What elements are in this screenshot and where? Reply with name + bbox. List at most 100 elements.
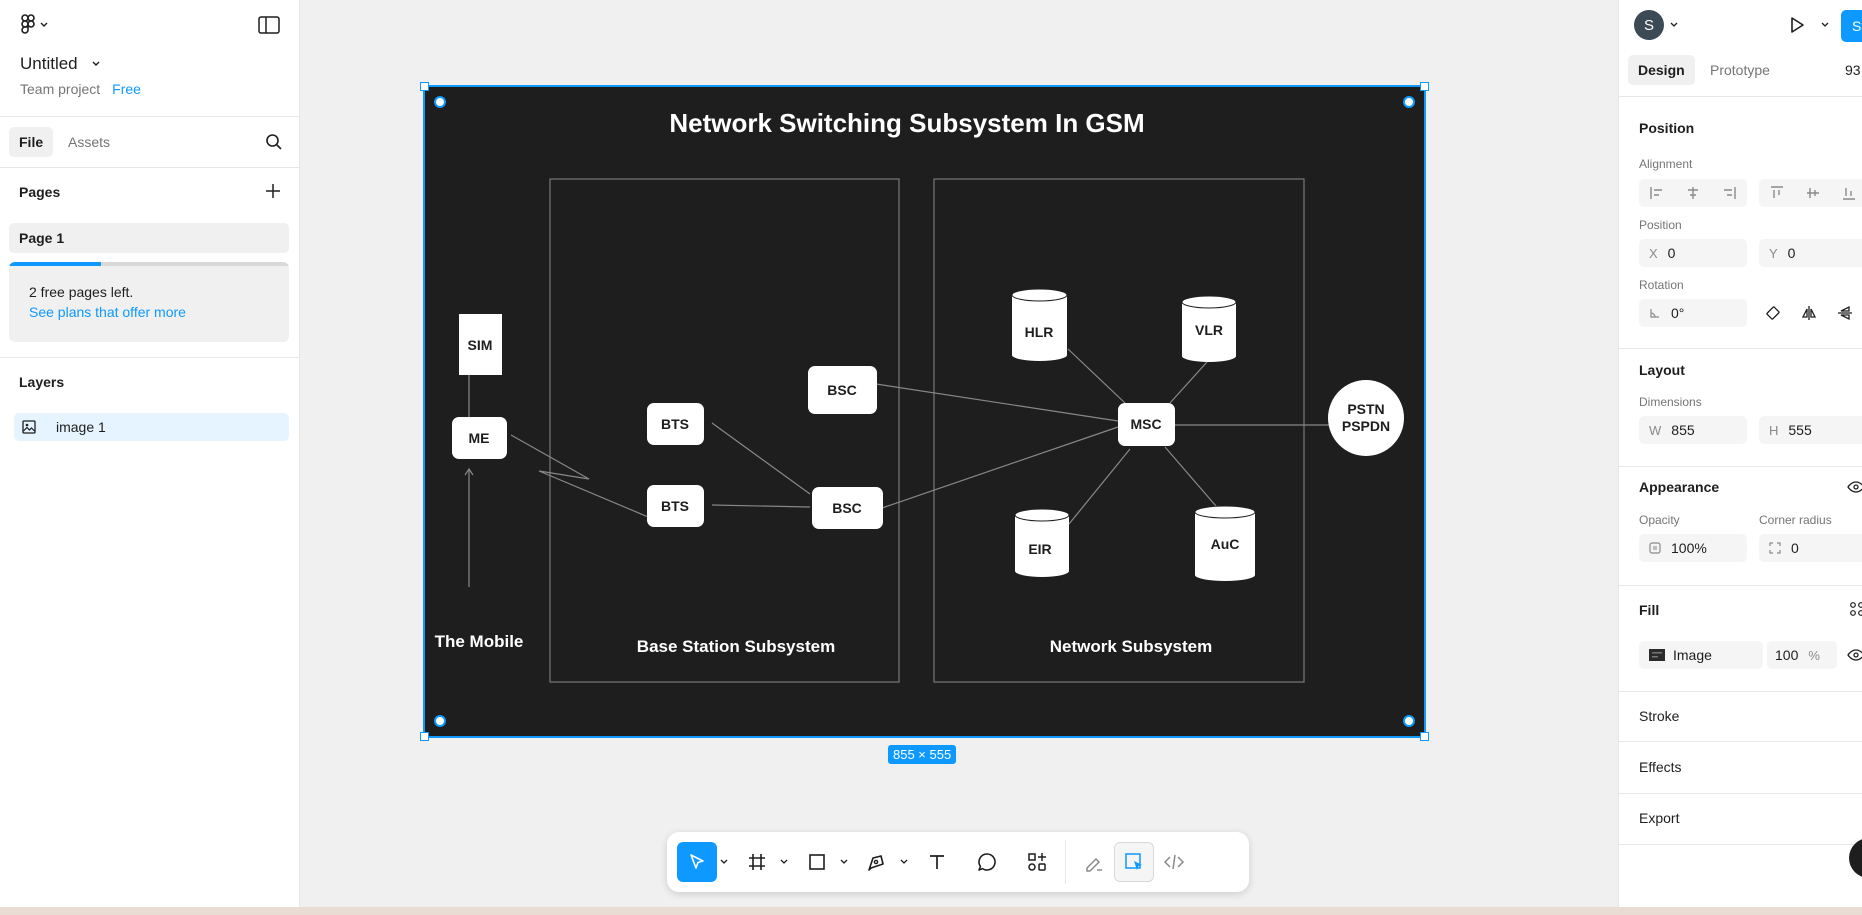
auc-node xyxy=(1194,505,1256,581)
bsc-node-2 xyxy=(812,487,883,529)
divider xyxy=(1619,348,1862,349)
play-icon[interactable] xyxy=(1787,15,1807,35)
zoom-value: 93 xyxy=(1845,62,1861,78)
resize-handle-tl[interactable] xyxy=(420,82,429,91)
corner-radius-handle-tl[interactable] xyxy=(434,96,446,108)
styles-grid-icon[interactable] xyxy=(1849,601,1862,617)
me-node xyxy=(452,417,507,459)
rotation-input[interactable]: 0° xyxy=(1639,299,1747,327)
zoom-level[interactable]: 93 xyxy=(1845,62,1861,78)
corner-radius-handle-br[interactable] xyxy=(1403,715,1415,727)
shapes-grid-icon xyxy=(1026,851,1048,873)
draw-pencil-icon xyxy=(1083,851,1105,873)
corner-radius-handle-bl[interactable] xyxy=(434,715,446,727)
resize-handle-bl[interactable] xyxy=(420,732,429,741)
actions-tool[interactable] xyxy=(1017,842,1057,882)
fill-title: Fill xyxy=(1639,602,1660,618)
move-tool-menu[interactable] xyxy=(717,859,731,865)
sim-node xyxy=(459,314,502,375)
tab-file-label: File xyxy=(19,134,44,150)
divider xyxy=(1619,844,1862,845)
tab-prototype[interactable]: Prototype xyxy=(1710,62,1770,78)
text-tool[interactable] xyxy=(917,842,957,882)
link-auc-msc xyxy=(1164,446,1223,514)
pstn-node xyxy=(1328,380,1404,456)
layers-title: Layers xyxy=(19,374,65,390)
text-t-icon xyxy=(927,852,947,872)
align-right-icon[interactable] xyxy=(1721,185,1737,201)
fill-type-select[interactable]: Image xyxy=(1639,641,1763,669)
align-center-h-icon[interactable] xyxy=(1685,185,1701,201)
layer-item-image-1[interactable]: image 1 xyxy=(14,413,289,441)
dev-mode[interactable] xyxy=(1154,842,1194,882)
page-item-page-1[interactable]: Page 1 xyxy=(9,223,289,253)
move-tool[interactable] xyxy=(677,842,717,882)
link-hlr-msc xyxy=(1067,348,1126,404)
fill-opacity-input[interactable]: 100 % xyxy=(1767,641,1837,669)
align-top-icon[interactable] xyxy=(1769,185,1785,201)
image-frame[interactable]: Network Switching Subsystem In GSM xyxy=(420,82,1429,741)
horizontal-align-group xyxy=(1639,179,1747,207)
design-mode[interactable] xyxy=(1114,842,1154,882)
free-pages-text: 2 free pages left. xyxy=(29,284,134,300)
rotate-90-icon[interactable] xyxy=(1765,305,1781,321)
corner-radius-input[interactable]: 0 xyxy=(1759,534,1862,562)
canvas[interactable]: Network Switching Subsystem In GSM xyxy=(300,0,1618,915)
chevron-down-icon[interactable] xyxy=(1821,22,1829,28)
plan-badge[interactable]: Free xyxy=(112,81,141,97)
add-page-icon[interactable] xyxy=(265,183,281,199)
export-section[interactable]: Export xyxy=(1639,810,1680,826)
height-input[interactable]: H 555 xyxy=(1759,416,1862,444)
shape-tool[interactable] xyxy=(797,842,837,882)
h-key: H xyxy=(1769,422,1779,438)
resize-handle-tr[interactable] xyxy=(1420,82,1429,91)
shape-tool-menu[interactable] xyxy=(837,859,851,865)
tab-assets[interactable]: Assets xyxy=(68,134,110,150)
pen-tool[interactable] xyxy=(857,842,897,882)
align-middle-v-icon[interactable] xyxy=(1805,185,1821,201)
comment-bubble-icon xyxy=(976,851,998,873)
eye-icon[interactable] xyxy=(1847,480,1862,494)
chevron-down-icon xyxy=(840,859,848,864)
user-menu[interactable]: S xyxy=(1634,10,1678,40)
effects-section[interactable]: Effects xyxy=(1639,759,1682,775)
image-icon xyxy=(22,420,36,434)
link-bts2-bsc2 xyxy=(711,504,811,508)
selection-size-badge: 855 × 555 xyxy=(888,745,957,764)
flip-vertical-icon[interactable] xyxy=(1837,305,1853,321)
x-key: X xyxy=(1649,245,1658,261)
file-name[interactable]: Untitled xyxy=(20,54,100,74)
tab-design[interactable]: Design xyxy=(1628,55,1695,85)
flip-horizontal-icon[interactable] xyxy=(1801,305,1817,321)
frame-tool-menu[interactable] xyxy=(777,859,791,865)
opacity-input[interactable]: 100% xyxy=(1639,534,1747,562)
align-left-icon[interactable] xyxy=(1649,185,1665,201)
toggle-sidebar-icon[interactable] xyxy=(258,16,280,34)
pspdn-label: PSPDN xyxy=(1342,418,1390,434)
align-bottom-icon[interactable] xyxy=(1841,185,1857,201)
tab-file[interactable]: File xyxy=(9,127,54,157)
resize-handle-br[interactable] xyxy=(1420,732,1429,741)
tab-prototype-label: Prototype xyxy=(1710,62,1770,78)
taskbar-strip xyxy=(0,907,1862,915)
frame-tool[interactable] xyxy=(737,842,777,882)
see-plans-link[interactable]: See plans that offer more xyxy=(29,304,186,320)
help-button[interactable] xyxy=(1849,838,1862,878)
eye-icon[interactable] xyxy=(1847,648,1862,662)
divider xyxy=(1619,466,1862,467)
pen-icon xyxy=(866,851,888,873)
main-menu-button[interactable] xyxy=(20,14,48,36)
pen-tool-menu[interactable] xyxy=(897,859,911,865)
search-icon[interactable] xyxy=(265,133,283,151)
share-button[interactable]: S xyxy=(1841,10,1862,42)
draw-mode[interactable] xyxy=(1074,842,1114,882)
comment-tool[interactable] xyxy=(967,842,1007,882)
stroke-section[interactable]: Stroke xyxy=(1639,708,1680,724)
properties-panel: S S Design Prototype 93 Position Alignme… xyxy=(1618,0,1862,915)
h-value: 555 xyxy=(1788,422,1812,438)
corner-radius-handle-tr[interactable] xyxy=(1403,96,1415,108)
page-item-label: Page 1 xyxy=(19,230,65,246)
